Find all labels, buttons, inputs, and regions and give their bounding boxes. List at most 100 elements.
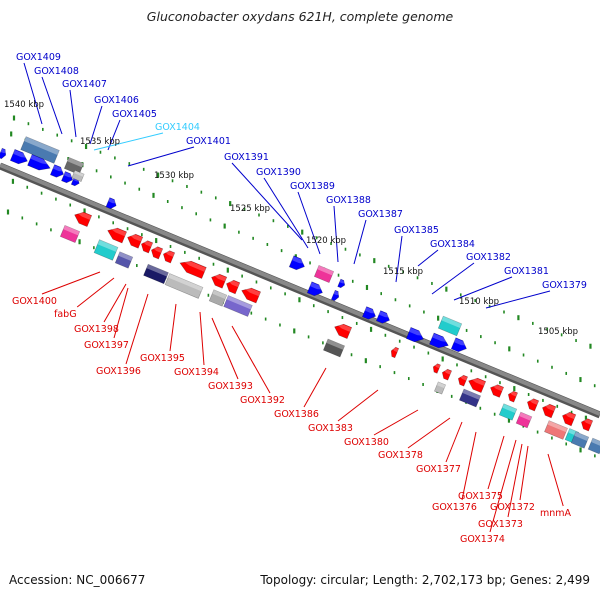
gene-label-gox1407[interactable]: GOX1407	[62, 79, 107, 90]
reverse-gene-arrow	[542, 403, 557, 419]
forward-gene-arrow	[428, 332, 450, 349]
reverse-gene-arrow	[441, 368, 453, 381]
leader-line-gox1409	[23, 62, 43, 125]
gene-label-gox1384[interactable]: GOX1384	[430, 239, 475, 250]
leader-line-mnma	[547, 453, 564, 507]
leader-line-gox1380	[373, 409, 419, 436]
gene-box	[143, 263, 169, 285]
reverse-gene-arrow	[163, 250, 176, 264]
gene-label-gox1383[interactable]: GOX1383	[308, 423, 353, 434]
label-leader-lines	[23, 62, 564, 533]
leader-line-gox1379	[485, 290, 551, 309]
gene-label-gox1389[interactable]: GOX1389	[290, 181, 335, 192]
gene-label-gox1386[interactable]: GOX1386	[274, 409, 319, 420]
gene-label-gox1388[interactable]: GOX1388	[326, 195, 371, 206]
gene-label-mnma[interactable]: mnmA	[540, 508, 572, 519]
forward-gene-arrow	[306, 281, 324, 297]
gene-label-gox1405[interactable]: GOX1405	[112, 109, 157, 120]
gene-label-gox1379[interactable]: GOX1379	[542, 280, 587, 291]
forward-gene-arrow	[405, 326, 425, 343]
leader-line-fabg	[76, 277, 115, 308]
gene-box	[458, 388, 482, 408]
gene-label-gox1373[interactable]: GOX1373	[478, 519, 523, 530]
gene-label-gox1406[interactable]: GOX1406	[94, 95, 139, 106]
accession-text: Accession: NC_006677	[9, 573, 146, 587]
reverse-gene-arrow	[179, 259, 207, 279]
scale-label-1525-kbp: 1525 kbp	[230, 204, 270, 214]
reverse-gene-arrow	[562, 411, 577, 427]
forward-gene-arrow	[9, 148, 29, 165]
gene-box	[437, 315, 463, 337]
gene-label-gox1390[interactable]: GOX1390	[256, 167, 301, 178]
gene-label-gox1398[interactable]: GOX1398	[74, 324, 119, 335]
gene-label-gox1380[interactable]: GOX1380	[344, 437, 389, 448]
forward-gene-arrow	[375, 310, 391, 324]
gene-label-gox1408[interactable]: GOX1408	[34, 66, 79, 77]
gene-box	[498, 403, 518, 421]
gene-box	[313, 264, 335, 284]
gene-label-gox1378[interactable]: GOX1378	[378, 450, 423, 461]
leader-line-gox1382	[431, 262, 475, 295]
genome-title: Gluconobacter oxydans 621H, complete gen…	[146, 9, 454, 24]
gene-label-gox1396[interactable]: GOX1396	[96, 366, 141, 377]
gene-features	[0, 136, 600, 455]
gene-label-gox1400[interactable]: GOX1400	[12, 296, 57, 307]
leader-line-gox1394	[199, 311, 205, 366]
gene-label-gox1397[interactable]: GOX1397	[84, 340, 129, 351]
gene-label-gox1392[interactable]: GOX1392	[240, 395, 285, 406]
reverse-gene-arrow	[507, 390, 519, 403]
gene-box	[59, 224, 81, 244]
leader-line-gox1384	[417, 249, 439, 267]
forward-gene-arrow	[288, 255, 306, 271]
leader-line-gox1378	[407, 417, 451, 449]
gene-box	[93, 239, 119, 261]
reverse-gene-arrow	[226, 279, 241, 295]
forward-gene-arrow	[337, 278, 346, 289]
gene-label-gox1391[interactable]: GOX1391	[224, 152, 269, 163]
leader-line-gox1385	[395, 235, 403, 283]
gene-label-gox1394[interactable]: GOX1394	[174, 367, 219, 378]
gene-box	[208, 289, 228, 307]
gene-label-gox1395[interactable]: GOX1395	[140, 353, 185, 364]
forward-gene-arrow	[361, 306, 377, 320]
leader-line-gox1397	[113, 287, 129, 339]
leader-line-gox1392	[231, 325, 271, 394]
gene-label-gox1372[interactable]: GOX1372	[490, 502, 535, 513]
gene-label-gox1401[interactable]: GOX1401	[186, 136, 231, 147]
gene-label-gox1377[interactable]: GOX1377	[416, 464, 461, 475]
gene-label-gox1374[interactable]: GOX1374	[460, 534, 505, 545]
gene-box	[587, 437, 600, 455]
scale-label-1530-kbp: 1530 kbp	[154, 171, 194, 181]
reverse-gene-arrow	[527, 398, 540, 412]
leader-line-gox1398	[103, 283, 127, 323]
gene-box	[570, 431, 590, 449]
gene-label-fabg[interactable]: fabG	[54, 309, 77, 320]
gene-box	[322, 338, 346, 358]
dna-backbone	[0, 162, 600, 419]
leader-line-gox1408	[41, 76, 63, 135]
gene-label-gox1409[interactable]: GOX1409	[16, 52, 61, 63]
reverse-gene-arrow	[581, 418, 594, 432]
backbone-line	[0, 163, 600, 416]
gene-label-gox1375[interactable]: GOX1375	[458, 491, 503, 502]
leader-line-gox1389	[297, 191, 321, 255]
gene-label-gox1404[interactable]: GOX1404	[155, 122, 200, 133]
forward-gene-arrow	[105, 197, 118, 210]
genome-summary-text: Topology: circular; Length: 2,702,173 bp…	[260, 573, 590, 587]
gene-label-gox1387[interactable]: GOX1387	[358, 209, 403, 220]
gene-label-gox1385[interactable]: GOX1385	[394, 225, 439, 236]
gene-label-gox1382[interactable]: GOX1382	[466, 252, 511, 263]
reverse-gene-arrow	[457, 374, 469, 387]
reverse-gene-arrow	[211, 273, 228, 289]
reverse-gene-arrow	[127, 233, 144, 249]
gene-label-gox1376[interactable]: GOX1376	[432, 502, 477, 513]
leader-line-gox1404	[93, 132, 164, 151]
gene-label-gox1381[interactable]: GOX1381	[504, 266, 549, 277]
scale-label-1505-kbp: 1505 kbp	[538, 327, 578, 337]
leader-line-gox1377	[445, 421, 463, 463]
gene-box	[223, 295, 253, 317]
gene-label-gox1393[interactable]: GOX1393	[208, 381, 253, 392]
leader-line-gox1407	[69, 89, 77, 138]
gene-box	[71, 169, 85, 183]
